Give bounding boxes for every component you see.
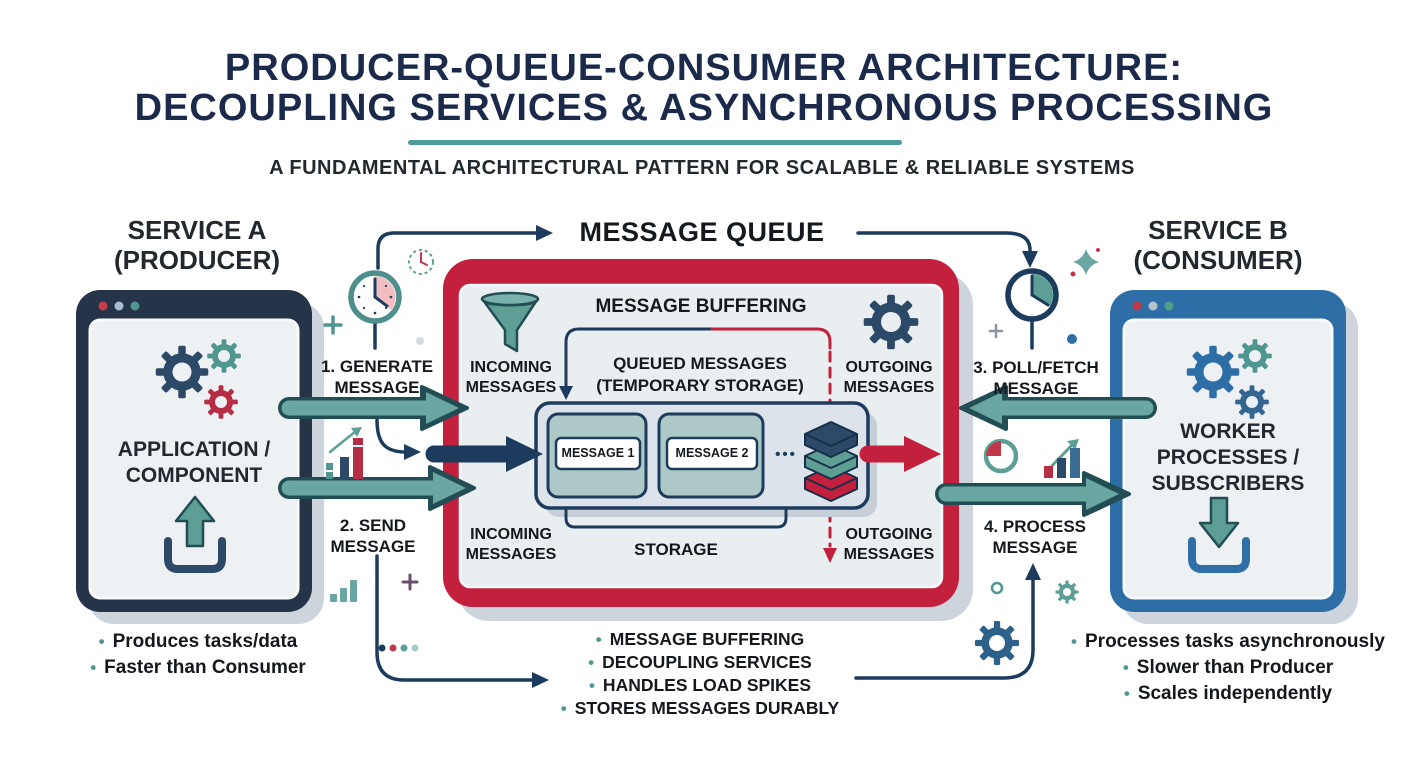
incoming-bottom-label: INCOMING MESSAGES xyxy=(465,526,557,563)
consumer-box-label: WORKER PROCESSES / SUBSCRIBERS xyxy=(1151,420,1305,495)
stacked-layers-icon xyxy=(804,421,858,502)
download-icon xyxy=(1188,496,1250,573)
queue-benefits-list: MESSAGE BUFFERING DECOUPLING SERVICES HA… xyxy=(561,628,840,720)
queue-panel-title: MESSAGE BUFFERING xyxy=(595,296,807,317)
accent-dots-icon xyxy=(378,334,1077,652)
producer-heading: SERVICE A (PRODUCER) xyxy=(113,215,281,275)
dashed-clock-icon xyxy=(408,249,434,275)
producer-points-list: Produces tasks/data Faster than Consumer xyxy=(90,629,306,681)
step-3-label: 3. POLL/FETCH MESSAGE xyxy=(973,358,1099,398)
funnel-icon xyxy=(480,291,540,353)
storage-bracket xyxy=(564,506,788,529)
list-item: DECOUPLING SERVICES xyxy=(588,651,812,674)
queue-heading: MESSAGE QUEUE xyxy=(579,217,825,247)
more-messages-ellipsis: ••• xyxy=(775,446,797,463)
queue-out-arrow xyxy=(859,436,941,472)
generate-arrow xyxy=(278,385,469,431)
storage-label: STORAGE xyxy=(634,540,718,559)
queue-gear-icon xyxy=(863,294,919,350)
list-item: Processes tasks asynchronously xyxy=(1071,629,1385,655)
queue-in-arrow xyxy=(425,436,543,472)
producer-box-label: APPLICATION / COMPONENT xyxy=(117,438,271,487)
consumer-window xyxy=(1110,290,1358,624)
list-item: Slower than Producer xyxy=(1123,655,1333,681)
producer-window xyxy=(76,290,324,624)
send-arrow xyxy=(278,465,476,511)
consumer-clock-icon xyxy=(1005,268,1059,322)
poll-fetch-arrow xyxy=(959,385,1157,431)
list-item: Faster than Consumer xyxy=(90,655,306,681)
incoming-top-label: INCOMING MESSAGES xyxy=(465,359,557,396)
step-4-label: 4. PROCESS MESSAGE xyxy=(983,517,1087,557)
queued-messages-label: QUEUED MESSAGES (TEMPORARY STORAGE) xyxy=(596,354,804,395)
message-2-label: MESSAGE 2 xyxy=(675,446,749,460)
trend-chart-icon xyxy=(326,427,363,479)
pie-chart-icon xyxy=(983,438,1019,474)
step-1-label: 1. GENERATE MESSAGE xyxy=(320,357,434,397)
message-container xyxy=(534,401,877,517)
connector-lines xyxy=(373,225,1041,688)
sparkle-icon xyxy=(1070,248,1100,277)
queue-flow-lines xyxy=(559,327,837,563)
window-dots-icon xyxy=(1132,301,1174,311)
message-1-label: MESSAGE 1 xyxy=(561,446,635,460)
subtitle: A FUNDAMENTAL ARCHITECTURAL PATTERN FOR … xyxy=(269,157,1135,179)
window-dots-icon xyxy=(98,301,140,311)
step-2-label: 2. SEND MESSAGE xyxy=(330,516,416,556)
outgoing-bottom-label: OUTGOING MESSAGES xyxy=(843,526,935,563)
consumer-heading: SERVICE B (CONSUMER) xyxy=(1133,215,1303,275)
upload-icon xyxy=(164,495,226,573)
growth-chart-icon xyxy=(1044,439,1080,478)
main-title-line2: DECOUPLING SERVICES & ASYNCHRONOUS PROCE… xyxy=(134,87,1274,129)
list-item: STORES MESSAGES DURABLY xyxy=(561,697,840,720)
main-title-line1: PRODUCER-QUEUE-CONSUMER ARCHITECTURE: xyxy=(224,47,1184,89)
plus-marks-icon xyxy=(323,315,1004,591)
bottom-gears-icon xyxy=(974,580,1079,666)
list-item: HANDLES LOAD SPIKES xyxy=(589,674,811,697)
list-item: Produces tasks/data xyxy=(99,629,298,655)
producer-clock-icon xyxy=(348,270,402,324)
mini-bars-icon xyxy=(330,580,357,602)
list-item: Scales independently xyxy=(1124,681,1332,707)
consumer-points-list: Processes tasks asynchronously Slower th… xyxy=(1071,629,1385,707)
producer-gears-icon xyxy=(155,339,241,419)
process-arrow xyxy=(935,471,1131,517)
consumer-gears-icon xyxy=(1186,339,1272,419)
list-item: MESSAGE BUFFERING xyxy=(596,628,804,651)
title-underline xyxy=(408,140,902,145)
outgoing-top-label: OUTGOING MESSAGES xyxy=(843,359,935,396)
